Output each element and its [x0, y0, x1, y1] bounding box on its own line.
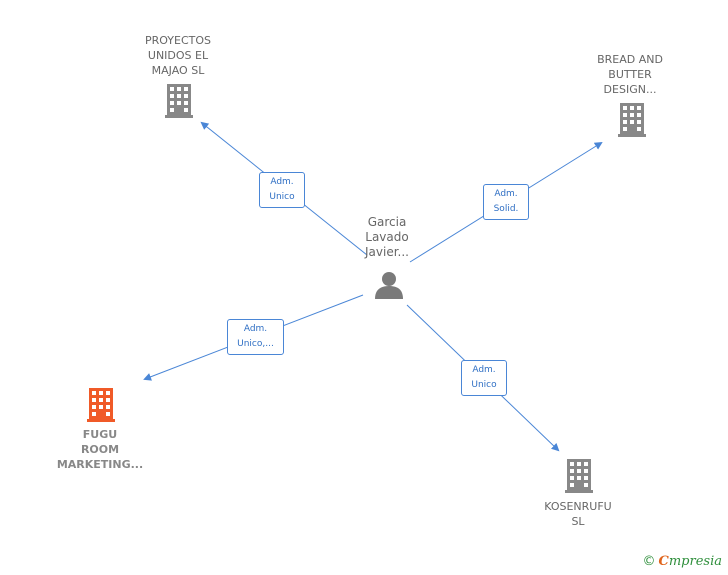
building-icon[interactable] [565, 459, 593, 493]
edge-label-bread[interactable]: Adm. Solid. [483, 184, 529, 220]
company-label-fugu[interactable]: FUGU ROOM MARKETING... [56, 428, 144, 471]
company-label-proyectos[interactable]: PROYECTOS UNIDOS EL MAJAO SL [144, 34, 212, 77]
empresia-logo[interactable]: ©Cmpresia [643, 554, 723, 569]
building-icon[interactable] [618, 103, 646, 137]
copyright-symbol: © [642, 554, 656, 569]
edge-label-fugu[interactable]: Adm. Unico,... [227, 319, 284, 355]
edge-label-kosenrufu[interactable]: Adm. Unico [461, 360, 507, 396]
person-label[interactable]: Garcia Lavado Javier... [365, 215, 409, 259]
company-label-kosenrufu[interactable]: KOSENRUFU SL [544, 500, 612, 528]
person-icon[interactable] [374, 271, 404, 299]
brand-initial: C [658, 554, 669, 569]
brand-name: mpresia [668, 554, 722, 569]
edge-label-proyectos[interactable]: Adm. Unico [259, 172, 305, 208]
building-icon-highlighted[interactable] [87, 388, 115, 422]
company-label-bread[interactable]: BREAD AND BUTTER DESIGN... [597, 53, 663, 96]
building-icon[interactable] [165, 84, 193, 118]
